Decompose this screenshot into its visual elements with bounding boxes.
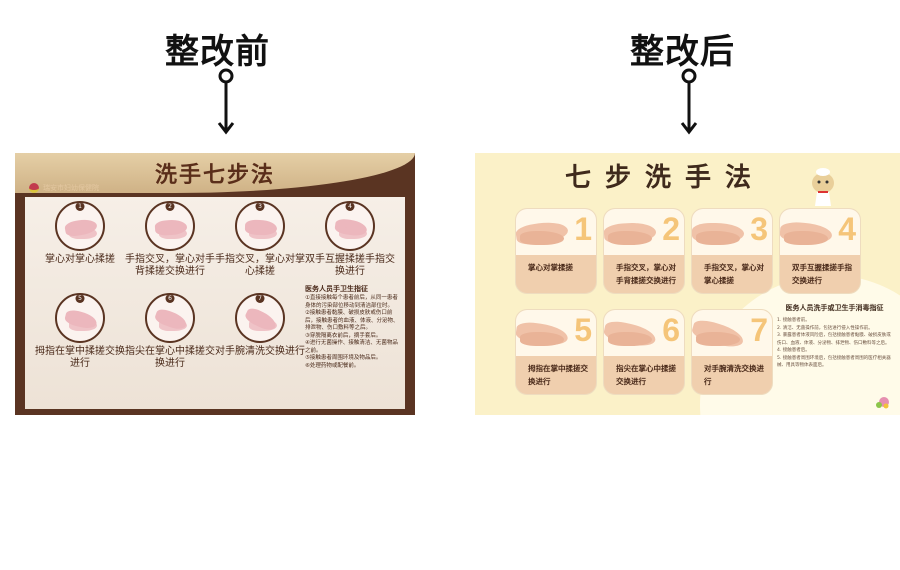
poster-title: 七步洗手法: [564, 163, 765, 193]
step-illustration: 1: [516, 209, 596, 255]
step-4: 4 双手互握揉搓手指交换进行: [305, 201, 395, 278]
hand-icon: [159, 227, 187, 239]
hand-icon: [249, 319, 277, 331]
step-1: 1 掌心对掌心揉搓: [35, 201, 125, 266]
step-number: 1: [574, 211, 592, 247]
step-5: 5 拇指在掌中揉搓交换进行: [35, 293, 125, 370]
hygiene-guidelines: 医务人员洗手或卫生手消毒指征 1. 接触患者前。 2. 清洁、无菌操作前，包括进行…: [777, 304, 892, 370]
step-illustration: 7: [235, 293, 285, 343]
step-4: 4 双手互握揉搓手指交换进行: [779, 208, 861, 294]
step-illustration: 4: [780, 209, 860, 255]
before-label: 整改前: [165, 32, 270, 72]
step-number: 5: [75, 295, 85, 303]
step-illustration: 3: [692, 209, 772, 255]
after-label: 整改后: [630, 32, 735, 72]
step-label: 双手互握揉搓手指交换进行: [792, 263, 852, 285]
hospital-name: 瑞安市妇幼保健院: [43, 184, 99, 192]
step-number: 7: [255, 295, 265, 303]
step-number: 5: [574, 312, 592, 348]
step-number: 2: [165, 203, 175, 211]
step-number: 1: [75, 203, 85, 211]
hand-icon: [608, 231, 652, 245]
step-label: 手指交叉，掌心对手背揉搓交换进行: [125, 254, 215, 277]
guideline-item: ①直接接触每个患者前后，从同一患者身体的污染部位移动到清洁部位时。: [305, 295, 398, 309]
hand-icon: [69, 319, 97, 331]
step-label: 手指交叉，掌心对手背揉搓交换进行: [616, 263, 676, 285]
hand-icon: [608, 332, 652, 346]
step-2: 2 手指交叉，掌心对手背揉搓交换进行: [603, 208, 685, 294]
after-poster: 七步洗手法 1 掌心对掌揉搓 2 手指交叉，掌心对手背揉搓交换进行 3 手指交叉…: [475, 153, 900, 415]
step-5: 5 拇指在掌中揉搓交换进行: [515, 309, 597, 395]
step-number: 4: [345, 203, 355, 211]
hand-icon: [339, 227, 367, 239]
logo-icon: [876, 397, 889, 409]
step-6: 6 指尖在掌心中揉搓交换进行: [603, 309, 685, 395]
hand-icon: [159, 319, 187, 331]
arrow-down-icon: [680, 68, 698, 135]
step-number: 3: [255, 203, 265, 211]
hospital-logo: 瑞安市妇幼保健院: [29, 183, 99, 193]
step-label: 对手腕清洗交换进行: [215, 346, 305, 357]
step-7: 7 对手腕清洗交换进行: [215, 293, 305, 358]
poster-title: 洗手七步法: [154, 163, 275, 188]
step-number: 7: [750, 312, 768, 348]
guideline-item: 1. 接触患者前。: [777, 318, 810, 323]
step-illustration: 6: [604, 310, 684, 356]
guidelines-title: 医务人员手卫生指征: [305, 285, 368, 293]
step-6: 6 指尖在掌心中揉搓交换进行: [125, 293, 215, 370]
step-number: 4: [838, 211, 856, 247]
guideline-item: ③穿脱隔离衣前后，摘手套后。: [305, 332, 382, 339]
step-label: 指尖在掌心中揉搓交换进行: [616, 364, 676, 386]
step-label: 对手腕清洗交换进行: [704, 364, 764, 386]
hand-icon: [696, 231, 740, 245]
step-number: 2: [662, 211, 680, 247]
step-number: 3: [750, 211, 768, 247]
step-illustration: 7: [692, 310, 772, 356]
step-label: 拇指在掌中揉搓交换进行: [35, 346, 125, 369]
step-number: 6: [662, 312, 680, 348]
hand-icon: [69, 227, 97, 239]
arrow-down-icon: [217, 68, 235, 135]
step-label: 掌心对掌揉搓: [528, 263, 573, 272]
step-label: 掌心对掌心揉搓: [45, 254, 115, 265]
step-2: 2 手指交叉，掌心对手背揉搓交换进行: [125, 201, 215, 278]
guideline-item: 5. 接触患者周围环境后，包括接触患者周围的医疗相关器械、用具等物体表面后。: [777, 355, 891, 369]
step-3: 3 手指交叉，掌心对掌心揉搓: [691, 208, 773, 294]
mascot-icon: [812, 168, 834, 206]
step-3: 3 手指交叉，掌心对掌心揉搓: [215, 201, 305, 278]
guideline-item: ⑥处理药物或配餐前。: [305, 362, 360, 369]
step-illustration: 5: [516, 310, 596, 356]
hand-icon: [249, 227, 277, 239]
guideline-item: ⑤接触患者周围环境及物品后。: [305, 355, 382, 361]
step-number: 6: [165, 295, 175, 303]
step-illustration: 2: [604, 209, 684, 255]
step-illustration: 6: [145, 293, 195, 343]
step-1: 1 掌心对掌揉搓: [515, 208, 597, 294]
hand-icon: [520, 231, 564, 245]
guideline-item: ②接触患者黏膜、破损皮肤或伤口前后，接触患者的血液、体液、分泌物、排泄物、伤口敷…: [305, 310, 399, 331]
hand-icon: [520, 332, 564, 346]
guideline-item: 3. 暴露患者体液风险后，包括接触患者黏膜、破损皮肤或伤口、血液、体液、分泌物、…: [777, 333, 891, 346]
guidelines-title: 医务人员洗手或卫生手消毒指征: [785, 304, 884, 312]
step-7: 7 对手腕清洗交换进行: [691, 309, 773, 395]
step-label: 指尖在掌心中揉搓交换进行: [125, 346, 215, 369]
step-illustration: 1: [55, 201, 105, 251]
step-label: 手指交叉，掌心对掌心揉搓: [215, 254, 305, 277]
hand-icon: [784, 231, 828, 245]
guideline-item: 2. 清洁、无菌操作前，包括进行侵入性操作前。: [777, 325, 873, 331]
guideline-item: ④进行无菌操作、接触清洁、无菌物品之前。: [305, 340, 398, 354]
step-illustration: 3: [235, 201, 285, 251]
step-illustration: 2: [145, 201, 195, 251]
step-label: 拇指在掌中揉搓交换进行: [528, 364, 588, 386]
before-poster: 洗手七步法 瑞安市妇幼保健院 1 掌心对掌心揉搓 2 手指交叉，掌心对手背揉搓交…: [15, 153, 415, 415]
step-illustration: 5: [55, 293, 105, 343]
guideline-item: 4. 接触患者后。: [777, 348, 810, 353]
step-label: 手指交叉，掌心对掌心揉搓: [704, 263, 764, 285]
step-label: 双手互握揉搓手指交换进行: [305, 254, 395, 277]
hand-icon: [696, 332, 740, 346]
hygiene-guidelines: 医务人员手卫生指征 ①直接接触每个患者前后，从同一患者身体的污染部位移动到清洁部…: [305, 285, 401, 370]
logo-icon: [29, 183, 39, 193]
step-illustration: 4: [325, 201, 375, 251]
